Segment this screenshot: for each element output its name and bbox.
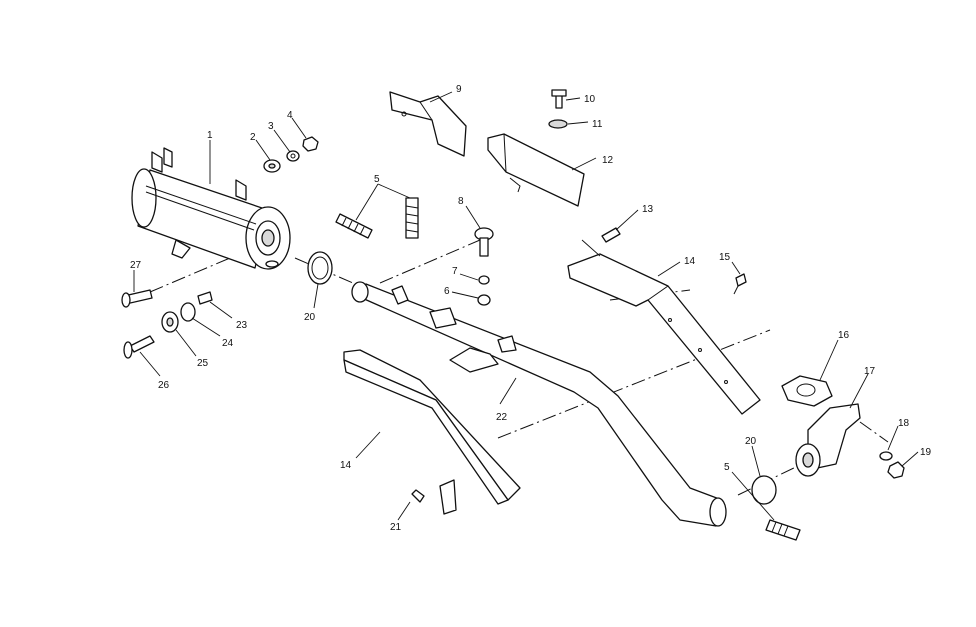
springs <box>335 197 801 541</box>
callout-13: 13 <box>642 204 654 215</box>
callout-14-lower: 14 <box>340 460 352 471</box>
exhaust-elbow <box>795 403 861 477</box>
callout-4: 4 <box>287 110 293 121</box>
hardware-23-27 <box>121 289 213 359</box>
callout-16: 16 <box>838 330 850 341</box>
bolt-21 <box>411 489 425 503</box>
hardware-2-3-4 <box>263 136 319 173</box>
muffler <box>131 147 291 270</box>
callout-10: 10 <box>584 94 596 105</box>
callout-3: 3 <box>268 121 274 132</box>
callout-5-upper: 5 <box>374 174 380 185</box>
bracket-9 <box>389 91 467 157</box>
callout-12: 12 <box>602 155 614 166</box>
callout-21: 21 <box>390 522 402 533</box>
bracket-12 <box>487 133 585 207</box>
heat-shield-upper <box>567 253 761 415</box>
callout-9: 9 <box>456 84 462 95</box>
gaskets <box>307 251 777 505</box>
callout-19: 19 <box>920 447 932 458</box>
callout-15: 15 <box>719 252 731 263</box>
hardware-10-11 <box>548 89 568 129</box>
callout-6: 6 <box>444 286 450 297</box>
leader-lines <box>133 91 919 521</box>
flange-gasket <box>781 375 833 407</box>
callout-7: 7 <box>452 266 458 277</box>
callout-labels: 1 2 3 4 5 6 7 8 9 10 11 12 13 14 15 16 1… <box>130 84 932 533</box>
callout-26: 26 <box>158 380 170 391</box>
callout-24: 24 <box>222 338 234 349</box>
callout-27: 27 <box>130 260 142 271</box>
heat-shield-lower <box>343 349 521 515</box>
callout-23: 23 <box>236 320 248 331</box>
callout-2: 2 <box>250 132 256 143</box>
callout-1: 1 <box>207 130 213 141</box>
callout-25: 25 <box>197 358 209 369</box>
callout-20-right: 20 <box>745 436 757 447</box>
callout-11: 11 <box>592 119 603 130</box>
callout-5-lower: 5 <box>724 462 730 473</box>
pin-15 <box>733 273 747 295</box>
callout-8: 8 <box>458 196 464 207</box>
bolt-13 <box>601 227 621 243</box>
callout-18: 18 <box>898 418 910 429</box>
callout-14-upper: 14 <box>684 256 696 267</box>
head-pipe <box>351 281 727 527</box>
callout-20-left: 20 <box>304 312 316 323</box>
callout-17: 17 <box>864 366 876 377</box>
callout-22: 22 <box>496 412 508 423</box>
nuts-18-19 <box>879 451 905 479</box>
hardware-6-7-8 <box>474 227 494 306</box>
